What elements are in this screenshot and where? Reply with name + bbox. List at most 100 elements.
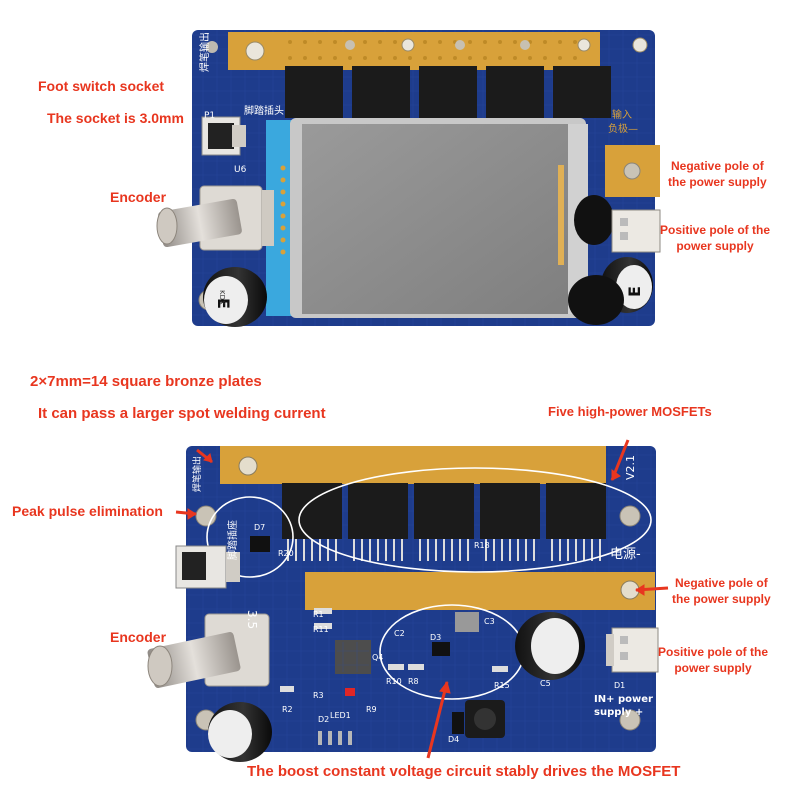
label-line: Negative pole of: [671, 159, 764, 173]
diode-d4: [452, 712, 464, 734]
bottom-mosfet: [546, 483, 606, 561]
bottom-mosfet-row: [282, 483, 606, 561]
pin-header: [318, 731, 352, 745]
top-mosfet: [553, 66, 611, 118]
label-five-mosfets: Five high-power MOSFETs: [548, 404, 712, 419]
top-silk-p1: P1: [204, 111, 215, 121]
silk-r15: R15: [494, 681, 510, 690]
led1: [345, 688, 355, 696]
bottom-copper-plate-top: [220, 446, 606, 484]
silk-d3: D3: [430, 633, 441, 642]
top-foot-switch-socket: [201, 116, 246, 156]
top-silk-weld-output: 焊笔输出: [198, 32, 211, 72]
label-positive-pole-top: Positive pole of the power supply: [660, 222, 770, 254]
arrow-icon: [187, 508, 197, 520]
silk-r1: R1: [313, 610, 324, 619]
bottom-pcb-board: V2.1 电源- 脚踏插座 焊笔输出 3.5 IN+ power supply …: [147, 446, 659, 762]
bottom-silk-ref-35: 3.5: [245, 610, 259, 629]
arrow-icon: [426, 681, 449, 759]
label-line: the power supply: [668, 175, 767, 189]
label-socket-size: The socket is 3.0mm: [47, 110, 184, 126]
bottom-encoder: [147, 613, 270, 688]
silk-r3: R3: [313, 691, 324, 700]
diode-d3: [432, 642, 450, 656]
label-negative-pole-top: Negative pole of the power supply: [668, 158, 767, 190]
bottom-silk-foot-header: 脚踏插座: [226, 520, 239, 560]
silk-d1: D1: [614, 681, 625, 690]
silk-q4: Q4: [372, 653, 383, 662]
bottom-mosfet: [414, 483, 474, 561]
bottom-positive-connector: [606, 627, 659, 673]
silk-r9: R9: [366, 705, 377, 714]
label-bronze-plates: 2×7mm=14 square bronze plates: [30, 373, 262, 390]
top-mosfet: [285, 66, 343, 118]
bottom-mosfet: [480, 483, 540, 561]
label-positive-pole-bottom: Positive pole of the power supply: [658, 644, 768, 676]
top-silk-negative: 负极—: [608, 122, 638, 135]
top-silk-foot-header: 脚踏插头: [244, 104, 284, 117]
top-cap-brand: KDX: [218, 290, 226, 305]
label-peak-pulse: Peak pulse elimination: [12, 503, 163, 519]
top-pcb-board: 焊笔输出 脚踏插头 输入 负极— P1 U6 E E KDX: [156, 30, 661, 327]
diode-d7: [250, 536, 270, 552]
bottom-silk-in-plus: IN+ power: [594, 694, 653, 705]
bottom-foot-socket: [175, 545, 240, 589]
top-encoder: [156, 185, 274, 251]
bottom-capacitor-large: [515, 612, 585, 680]
silk-r2: R2: [282, 705, 293, 714]
silk-r18: R18: [474, 541, 490, 550]
bottom-capacitor-small: [208, 702, 272, 762]
label-line: power supply: [674, 661, 752, 675]
label-line: Negative pole of: [675, 576, 768, 590]
top-mosfet: [352, 66, 410, 118]
label-negative-pole-bottom: Negative pole of the power supply: [672, 575, 771, 607]
top-capacitor-left: [203, 267, 267, 327]
arrow-icon: [611, 469, 621, 481]
label-line: Positive pole of the: [660, 223, 771, 237]
label-foot-switch-socket: Foot switch socket: [38, 78, 165, 94]
label-line: Positive pole of the: [658, 645, 769, 659]
silk-led1: LED1: [330, 711, 351, 720]
peak-pulse-highlight-ellipse: [206, 496, 294, 578]
label-line: power supply: [676, 239, 754, 253]
top-cap-mark-right: E: [625, 286, 644, 297]
bottom-silk-version: V2.1: [624, 455, 637, 480]
top-capacitor-right: [568, 195, 653, 325]
bottom-silk-weld-output: 焊笔输出: [191, 456, 203, 492]
top-lcd-display: [266, 118, 588, 318]
silk-r11: R11: [313, 625, 329, 634]
silk-c5: C5: [540, 679, 551, 688]
inductor-small: [455, 612, 479, 632]
top-cap-mark-left: E: [214, 298, 233, 309]
top-lcd-screen: [302, 124, 568, 314]
bottom-mosfet: [348, 483, 408, 561]
label-line: the power supply: [672, 592, 771, 606]
top-mosfet: [419, 66, 477, 118]
silk-r8: R8: [408, 677, 419, 686]
silk-r20: R20: [278, 549, 294, 558]
silk-d7: D7: [254, 523, 265, 532]
silk-c2: C2: [394, 629, 405, 638]
label-encoder-top: Encoder: [110, 189, 167, 205]
top-positive-connector: [611, 209, 661, 253]
label-boost-circuit: The boost constant voltage circuit stabl…: [247, 763, 681, 780]
silk-r10: R10: [386, 677, 402, 686]
arrow-icon: [203, 453, 213, 463]
top-silk-input: 输入: [612, 108, 632, 121]
mosfet-highlight-ellipse: [298, 467, 652, 573]
silk-d2: D2: [318, 715, 329, 724]
bottom-silk-power: 电源-: [610, 547, 641, 562]
label-larger-current: It can pass a larger spot welding curren…: [38, 405, 326, 422]
silk-d4: D4: [448, 735, 459, 744]
annotation-arrows: [175, 439, 669, 759]
arrow-icon: [439, 680, 451, 694]
arrow-icon: [635, 584, 645, 596]
top-copper-plate: [228, 32, 600, 70]
top-mosfet: [486, 66, 544, 118]
top-silk-u6: U6: [234, 165, 247, 175]
bottom-copper-plate-bottom: [305, 572, 655, 610]
bottom-silk-supply-plus: supply +: [594, 707, 643, 718]
label-encoder-bottom: Encoder: [110, 629, 167, 645]
top-mosfet-row: [285, 66, 611, 118]
